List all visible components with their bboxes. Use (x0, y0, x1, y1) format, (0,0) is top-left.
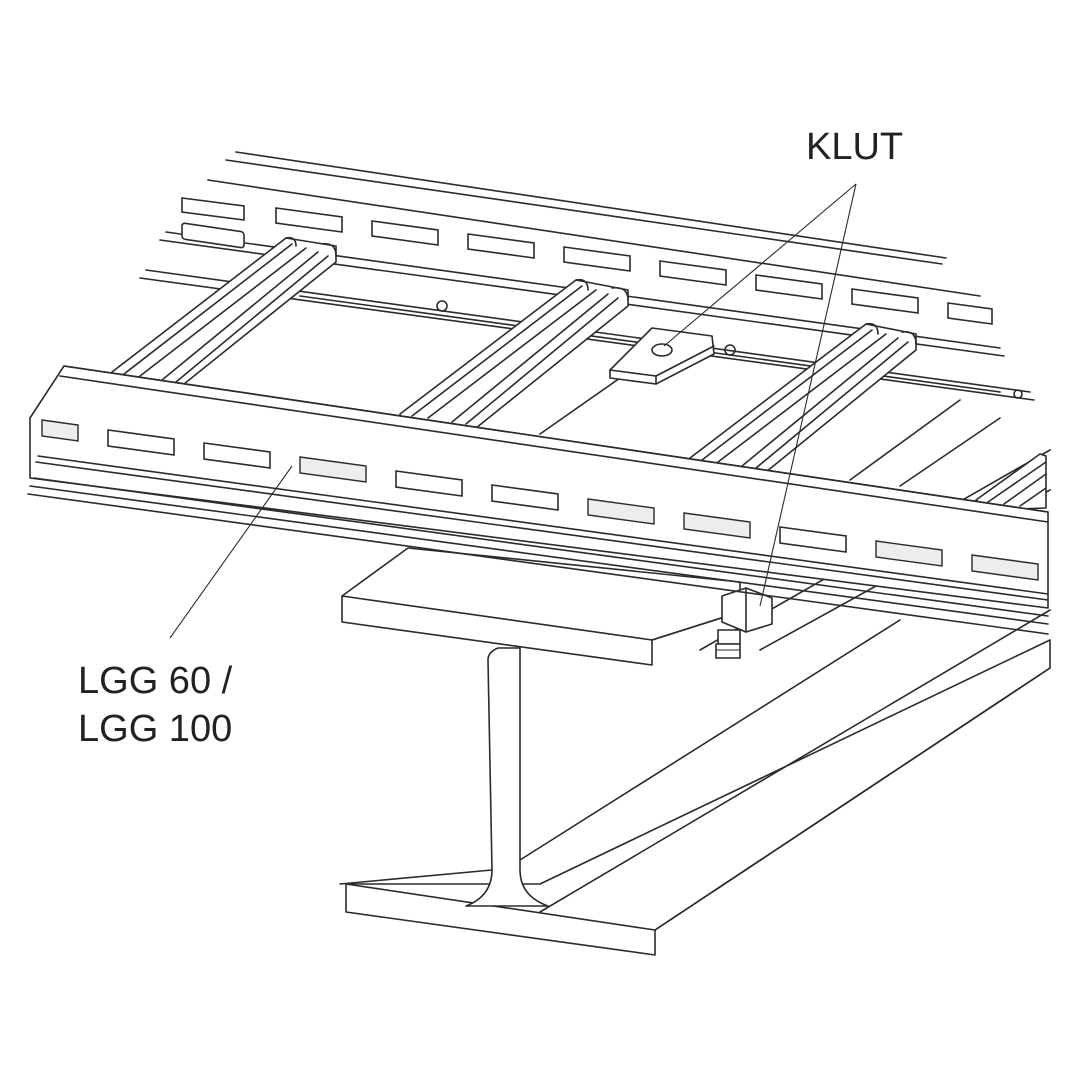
lgg-label-line-1: LGG 60 / (78, 660, 233, 702)
ladder-rung-4 (975, 453, 1047, 511)
ladder-rung-1 (111, 236, 337, 385)
lgg-leader-line (169, 465, 293, 639)
klut-clamp-upper (609, 327, 715, 385)
i-beam-bottom-flange (345, 639, 1051, 956)
klut-label: KLUT (806, 126, 904, 168)
klut-leader-lines (663, 183, 857, 607)
back-rail-slot-row (181, 197, 993, 325)
back-rail-slots (181, 222, 245, 249)
i-beam-web (465, 647, 549, 907)
ladder-rung-2 (399, 278, 629, 429)
front-rail-slot-row (41, 419, 1039, 581)
ladder-front-rail (27, 365, 1049, 635)
klut-clamp-lower (715, 587, 773, 659)
lgg-label-line-2: LGG 100 (78, 708, 233, 750)
ladder-rung-3 (689, 322, 917, 473)
